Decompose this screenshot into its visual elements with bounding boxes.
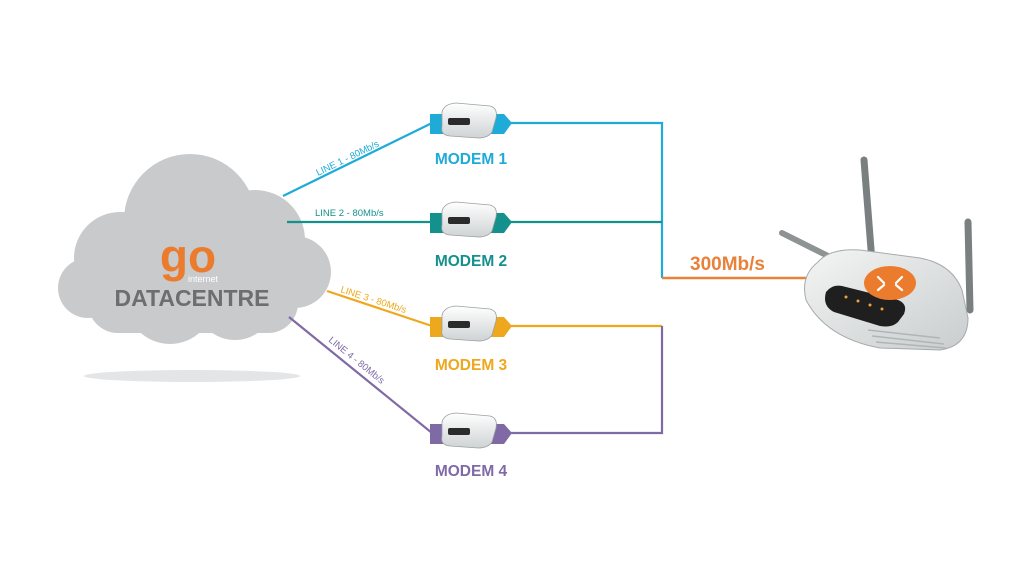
go-logo: go [160,230,216,282]
line-3-connection [326,289,662,328]
modem-4: MODEM 4 [430,412,512,480]
line-1-connection [282,121,664,278]
line-1-label: LINE 1 - 80Mb/s [314,139,381,179]
datacentre-cloud: go internet DATACENTRE [58,154,331,344]
modem-icon [441,102,497,139]
line-4-label: LINE 4 - 80Mb/s [326,335,386,387]
modem-4-label: MODEM 4 [435,463,508,480]
modem-icon [441,201,497,238]
modem-icon [441,305,497,342]
internet-logo-text: internet [188,274,219,284]
line-2-label: LINE 2 - 80Mb/s [315,208,384,219]
modem-1-label: MODEM 1 [435,151,508,168]
line-3-label: LINE 3 - 80Mb/s [339,284,408,316]
modem-2-label: MODEM 2 [435,253,507,270]
modem-1: MODEM 1 [430,102,512,168]
datacentre-label: DATACENTRE [114,285,269,311]
aggregate-speed-label: 300Mb/s [690,254,765,275]
modem-icon [441,412,497,449]
modem-3-label: MODEM 3 [435,357,508,374]
cloud-shadow [84,370,300,382]
modem-2: MODEM 2 [430,201,512,270]
router-icon [779,156,974,351]
line-4-connection [288,316,664,435]
modem-3: MODEM 3 [430,305,512,374]
